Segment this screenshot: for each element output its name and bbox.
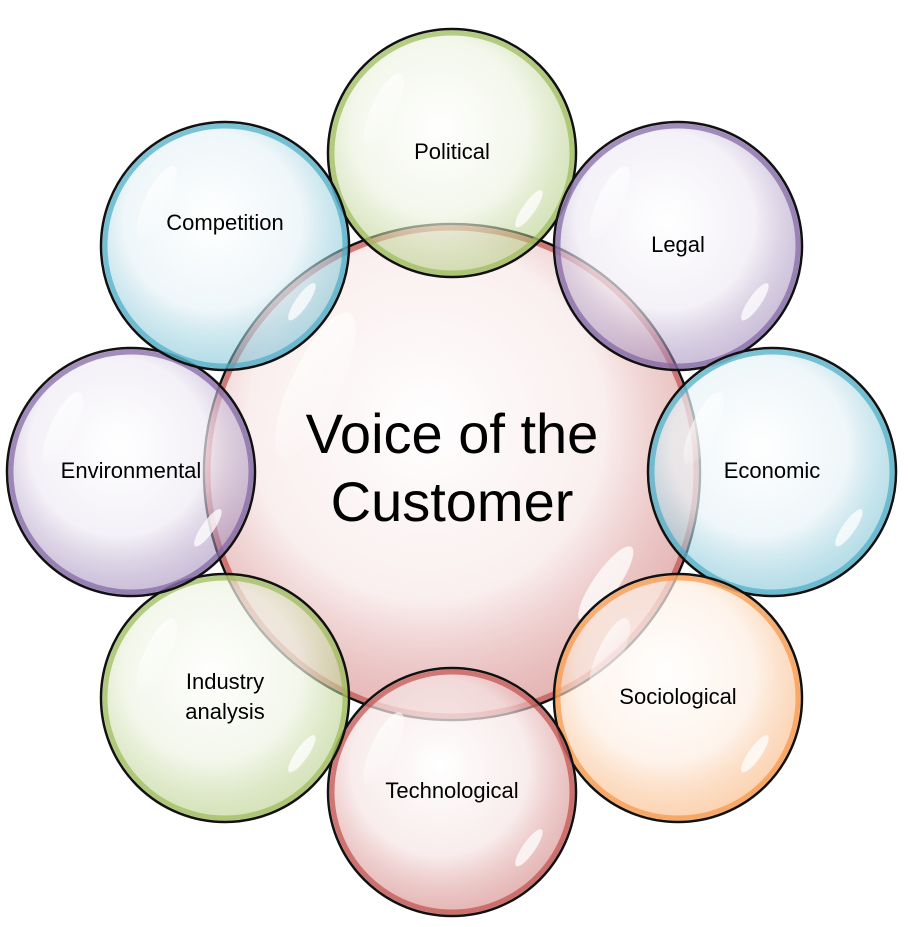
- node-industry-analysis-highlight: [136, 618, 177, 691]
- node-sociological: Sociological: [552, 572, 804, 824]
- node-economic-gloss: [835, 509, 863, 547]
- node-competition: Competition: [99, 120, 351, 372]
- node-sociological-label: Sociological: [619, 684, 736, 709]
- node-industry-analysis: Industry analysis: [99, 572, 351, 824]
- node-competition-circle: [99, 120, 351, 372]
- node-sociological-ring: [555, 575, 801, 821]
- node-environmental-label: Environmental: [61, 458, 202, 483]
- node-technological-gloss: [515, 829, 543, 867]
- node-technological-label: Technological: [385, 778, 518, 803]
- node-competition-gloss: [288, 283, 316, 321]
- node-political: Political: [326, 27, 578, 279]
- node-sociological-highlight: [589, 618, 630, 691]
- node-economic-highlight: [683, 392, 724, 465]
- node-competition-label: Competition: [166, 210, 283, 235]
- node-industry-analysis-ring: [102, 575, 348, 821]
- node-legal-gloss: [741, 283, 769, 321]
- node-political-ring: [329, 30, 575, 276]
- node-industry-analysis-label-2: analysis: [185, 699, 264, 724]
- node-political-label: Political: [414, 139, 490, 164]
- node-political-gloss: [515, 190, 543, 228]
- node-economic: Economic: [646, 346, 898, 598]
- node-economic-label: Economic: [724, 458, 821, 483]
- node-industry-analysis-label-1: Industry: [186, 669, 264, 694]
- node-environmental-highlight: [42, 392, 83, 465]
- node-environmental: Environmental: [5, 346, 257, 598]
- center-bubble-highlight: [275, 312, 356, 458]
- node-environmental-gloss: [194, 509, 222, 547]
- center-bubble-gloss: [578, 546, 634, 621]
- node-competition-highlight: [136, 166, 177, 239]
- node-legal-ring: [555, 123, 801, 369]
- node-technological-highlight: [363, 712, 404, 785]
- node-competition-ring: [102, 123, 348, 369]
- node-technological-ring: [329, 669, 575, 915]
- node-political-highlight: [363, 73, 404, 146]
- node-industry-analysis-gloss: [288, 735, 316, 773]
- node-legal: Legal: [552, 120, 804, 372]
- node-environmental-ring: [8, 349, 254, 595]
- node-economic-ring: [649, 349, 895, 595]
- node-sociological-gloss: [741, 735, 769, 773]
- nodes-layer: PoliticalLegalEconomicSociologicalTechno…: [5, 27, 898, 918]
- center-bubble-label-2: Customer: [331, 470, 574, 533]
- center-bubble-label-1: Voice of the: [306, 402, 599, 465]
- node-technological: Technological: [326, 666, 578, 918]
- node-legal-label: Legal: [651, 232, 705, 257]
- node-legal-highlight: [589, 166, 630, 239]
